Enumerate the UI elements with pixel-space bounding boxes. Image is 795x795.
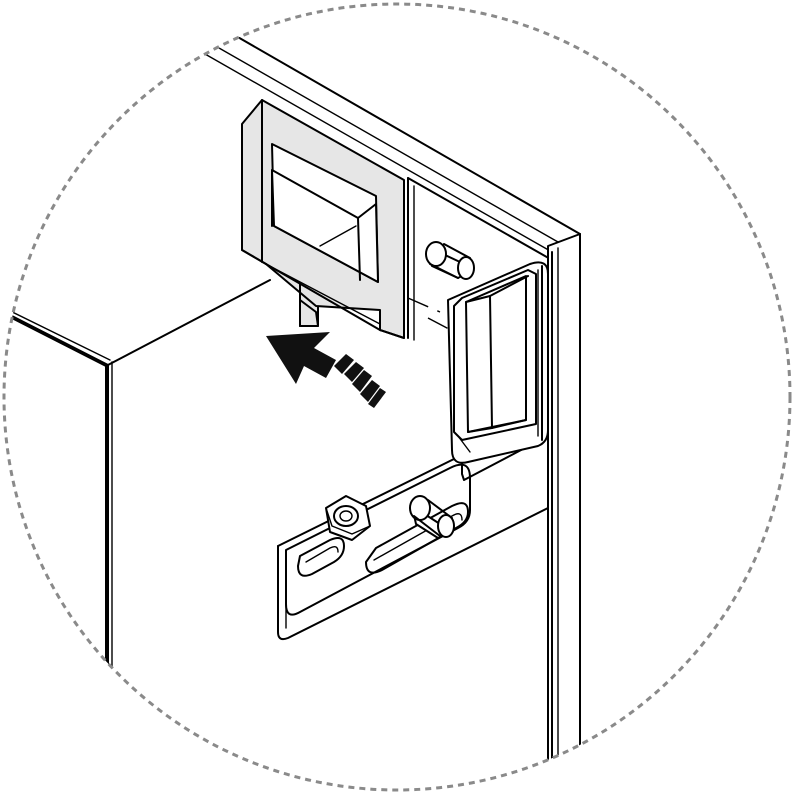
hex-nut [325, 495, 371, 541]
receiving-bracket [447, 261, 549, 464]
slot-right [365, 502, 469, 574]
slot-left [297, 537, 345, 577]
arrow-up-left-icon [266, 332, 386, 408]
mounting-plate [277, 436, 549, 641]
left-cabinet-panel [4, 279, 271, 790]
upper-pin [425, 241, 475, 280]
right-edge-strip [547, 233, 581, 790]
lower-pin [409, 495, 455, 539]
detail-content [4, 35, 581, 790]
hanging-bracket [241, 99, 405, 339]
